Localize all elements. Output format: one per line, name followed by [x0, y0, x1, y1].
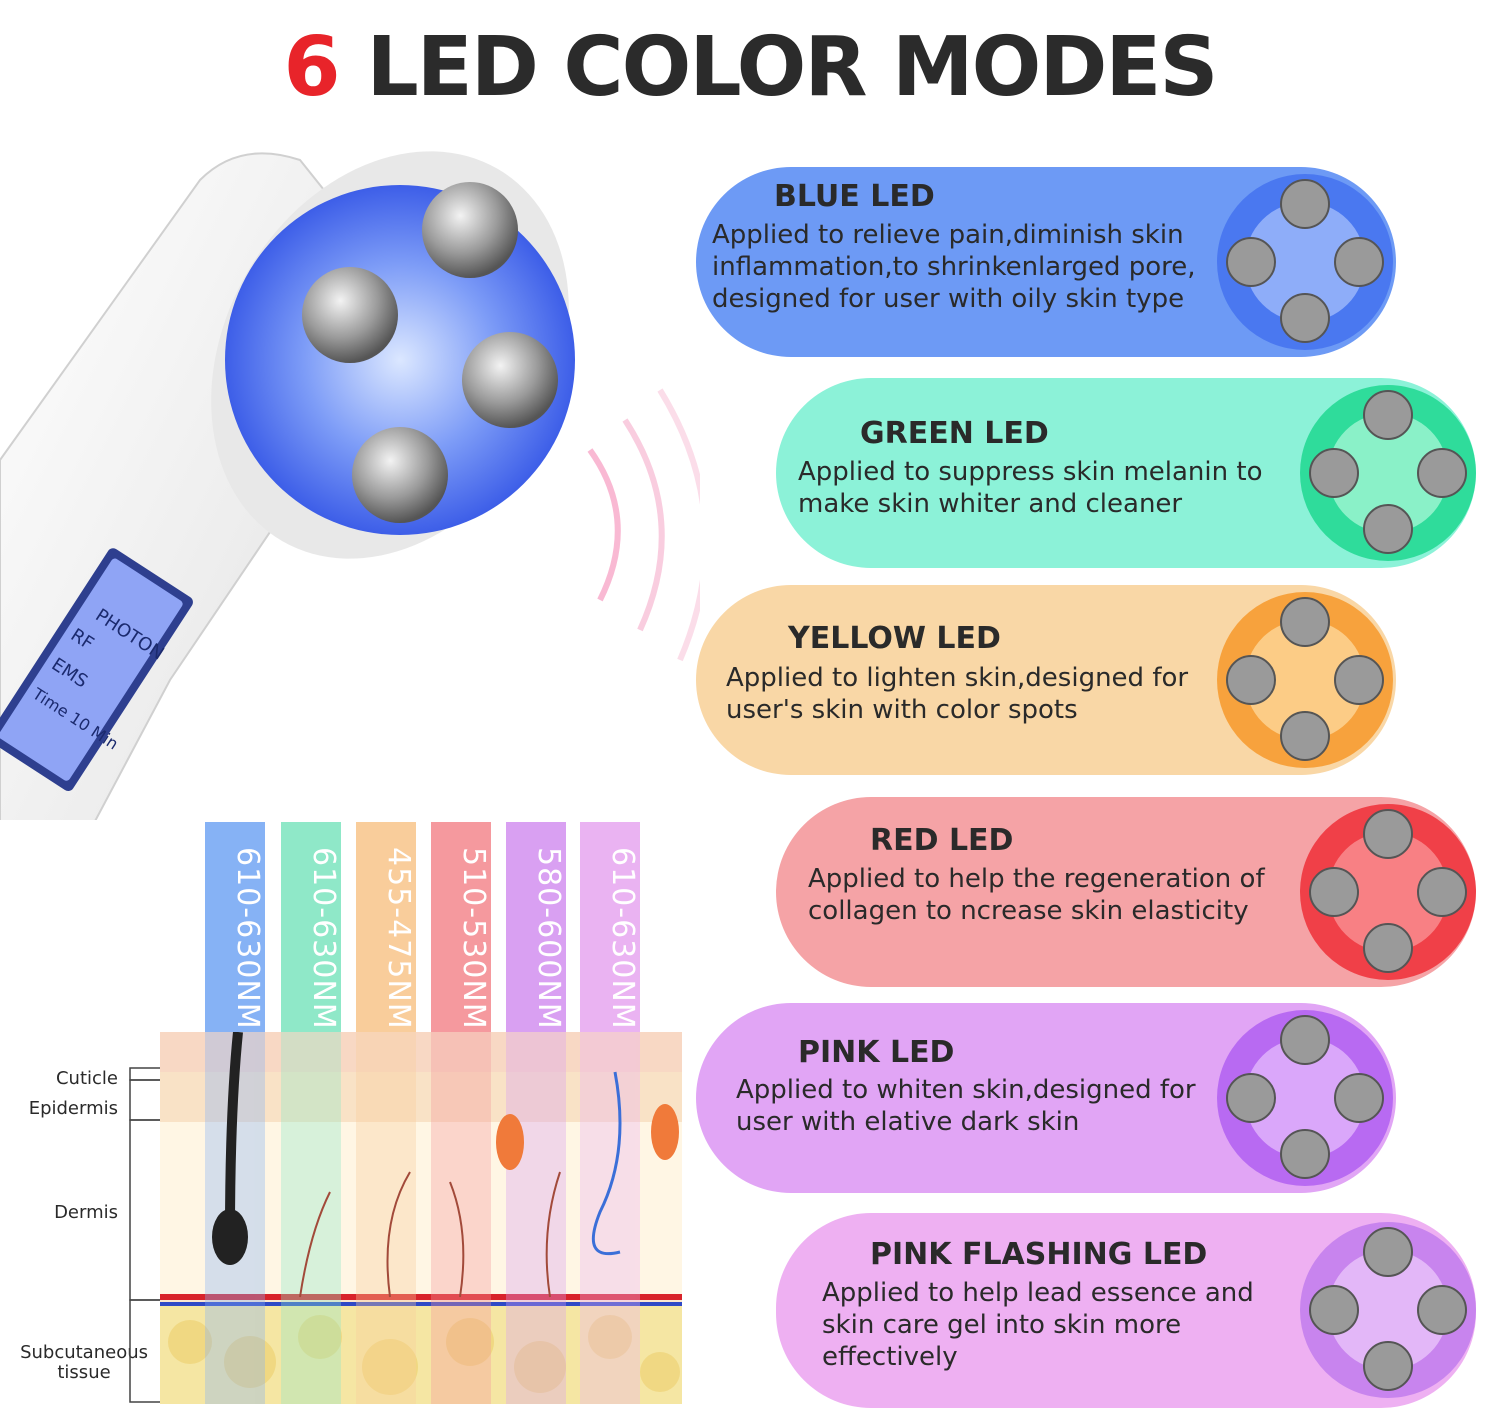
wavelength-label: 610-630NM — [230, 846, 265, 1030]
green-led-head-icon — [1300, 385, 1476, 561]
device-illustration: PHOTON RF EMS Time 10 Min — [0, 151, 700, 820]
mode-name: BLUE LED — [774, 179, 935, 214]
wavelength-band: 455-475NM — [356, 822, 416, 1032]
mode-description: Applied to relieve pain,diminish skin in… — [712, 220, 1196, 314]
mode-description: Applied to suppress skin melanin to make… — [798, 457, 1263, 519]
title-number: 6 — [283, 20, 340, 115]
mode-name: PINK FLASHING LED — [870, 1237, 1208, 1272]
mode-description: Applied to whiten skin,designed for user… — [736, 1075, 1196, 1137]
layer-label-dermis: Dermis — [54, 1202, 118, 1223]
mode-description: Applied to help lead essence and skin ca… — [822, 1278, 1254, 1372]
layer-label-epidermis: Epidermis — [28, 1098, 118, 1119]
wavelength-label: 580-600NM — [531, 846, 566, 1030]
pink-flashing-led-head-icon — [1300, 1222, 1476, 1398]
wavelength-band: 510-530NM — [431, 822, 491, 1032]
wavelength-band: 610-630NM — [281, 822, 341, 1032]
wavelength-label: 510-530NM — [456, 846, 491, 1030]
wavelength-label: 610-630NM — [605, 846, 640, 1030]
mode-name: PINK LED — [798, 1035, 955, 1070]
mode-name: YELLOW LED — [788, 621, 1001, 656]
mode-name: GREEN LED — [860, 416, 1049, 451]
layer-label-cuticle: Cuticle — [55, 1068, 118, 1089]
wavelength-label: 455-475NM — [381, 846, 416, 1030]
layer-brackets — [129, 1067, 160, 1403]
wavelength-band: 610-630NM — [205, 822, 265, 1032]
layer-label-subcutaneous: Subcutaneous tissue — [20, 1342, 148, 1383]
red-led-head-icon — [1300, 804, 1476, 980]
mode-name: RED LED — [870, 823, 1014, 858]
mode-description: Applied to lighten skin,designed for use… — [726, 663, 1189, 725]
skin-cross-section — [160, 1032, 682, 1404]
mode-description: Applied to help the regeneration of coll… — [808, 864, 1265, 926]
page-title: 6 LED COLOR MODES — [0, 20, 1500, 115]
blue-led-head-icon — [1217, 174, 1393, 350]
wavelength-band: 610-630NM — [580, 822, 640, 1032]
title-text: LED COLOR MODES — [366, 20, 1219, 115]
wavelength-label: 610-630NM — [306, 846, 341, 1030]
pink-led-head-icon — [1217, 1010, 1393, 1186]
wavelength-band: 580-600NM — [506, 822, 566, 1032]
yellow-led-head-icon — [1217, 592, 1393, 768]
